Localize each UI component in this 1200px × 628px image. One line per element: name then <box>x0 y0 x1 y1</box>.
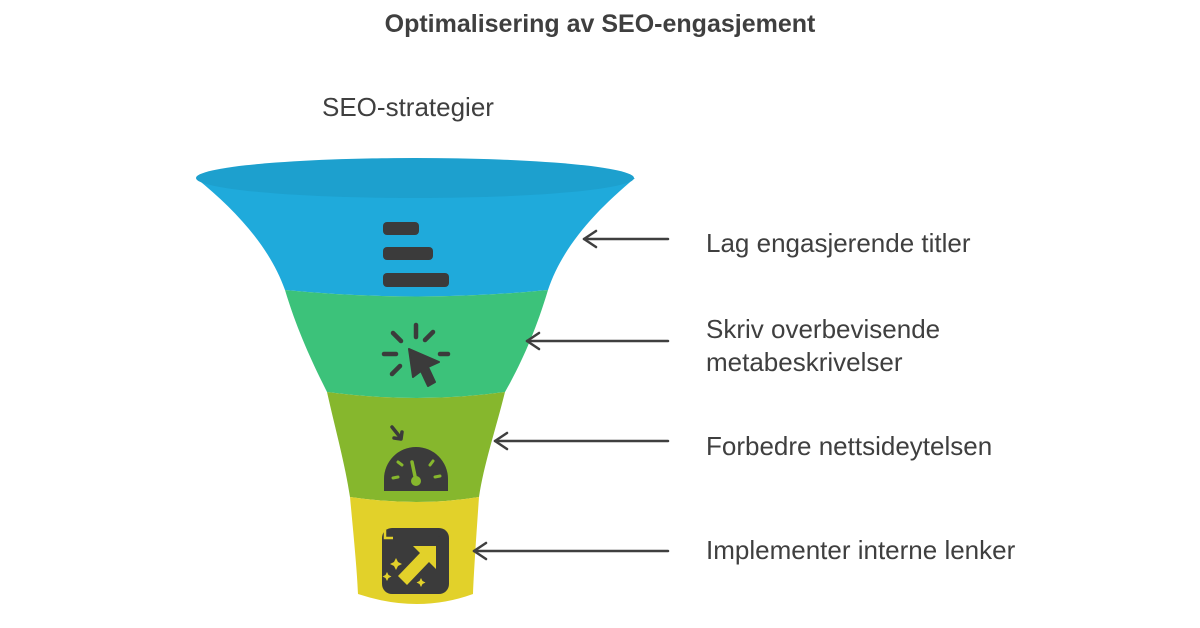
step-label-3: Forbedre nettsideytelsen <box>706 431 993 461</box>
arrow-step-3 <box>493 431 670 451</box>
cursor-click-icon <box>381 322 451 387</box>
arrow-step-2 <box>525 331 670 351</box>
diagram-title: Optimalisering av SEO-engasjement <box>384 10 816 38</box>
funnel-top-rim-shade <box>196 158 634 198</box>
funnel-stage-2 <box>285 290 548 398</box>
arrow-step-1 <box>582 229 670 249</box>
step-label-2: Skriv overbevisende metabeskrivelser <box>706 314 941 377</box>
funnel-top-label: SEO-strategier <box>322 92 494 122</box>
arrow-step-4 <box>472 541 670 561</box>
funnel-top-rim <box>196 158 634 198</box>
step-label-1: Lag engasjerende titler <box>706 228 971 258</box>
link-arrow-icon <box>382 528 449 594</box>
speedometer-icon <box>384 425 448 491</box>
text-lines-icon <box>383 222 449 287</box>
step-label-4: Implementer interne lenker <box>706 535 1016 565</box>
funnel-stage-1 <box>196 178 635 297</box>
